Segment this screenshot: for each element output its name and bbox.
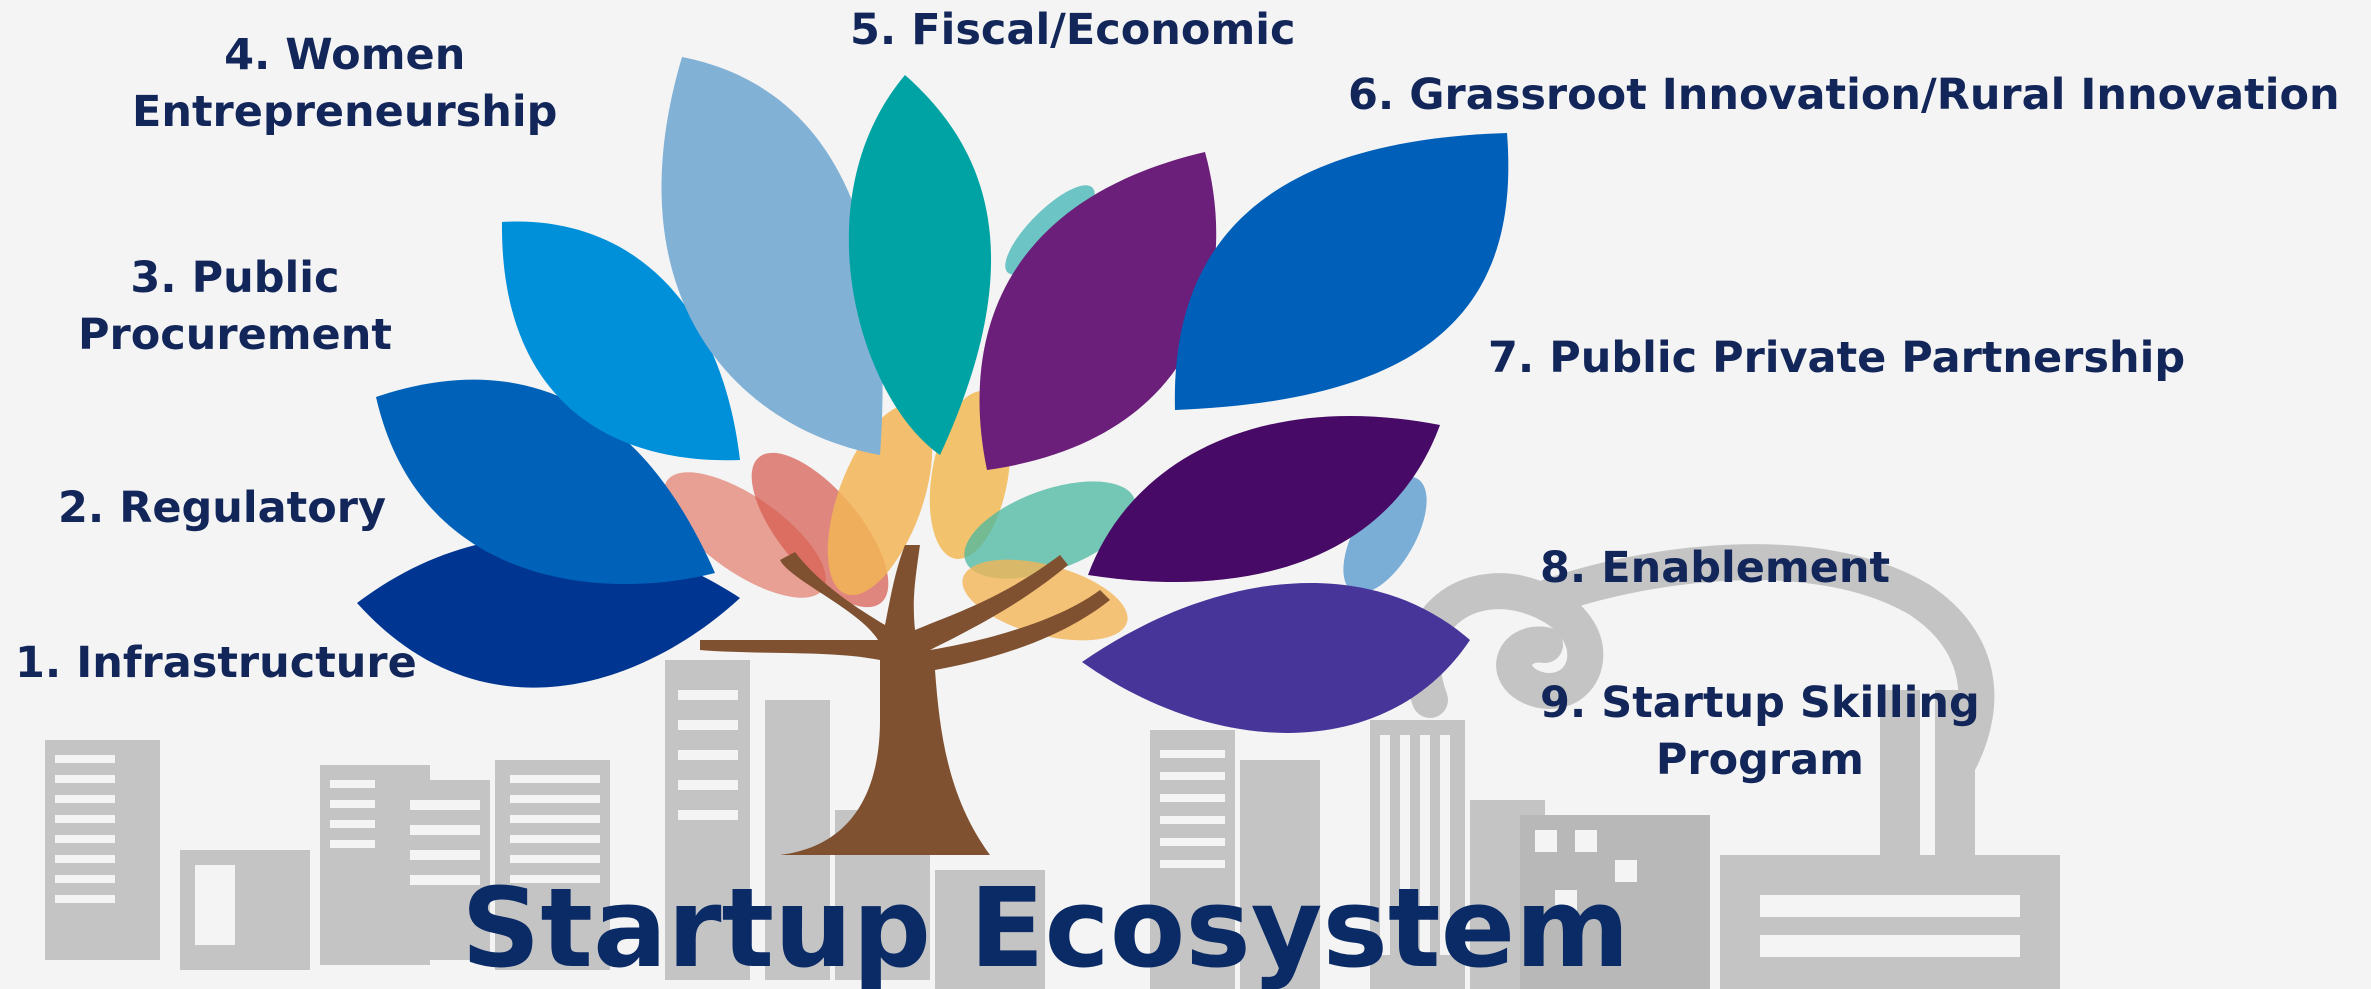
leaf-grassroot-innovation [979,152,1217,470]
chimney [1935,690,1975,860]
leaf [1343,476,1427,594]
leaf-enablement [1088,415,1440,583]
tree-trunk [700,545,1110,855]
smoke-swirl [1405,544,1995,778]
label-fiscal-economic: 5. Fiscal/Economic [850,2,1295,59]
diagram-title: Startup Ecosystem [461,864,1630,989]
label-line: 4. Women [224,30,466,80]
building [1240,760,1320,989]
label-grassroot-innovation: 6. Grassroot Innovation/Rural Innovation [1348,67,2340,124]
leaf [962,559,1128,641]
building [1720,855,2060,989]
label-public-procurement: 3. Public Procurement [78,250,392,364]
leaf [964,481,1136,579]
city-skyline [45,544,2060,989]
label-public-private-partnership: 7. Public Private Partnership [1488,330,2185,387]
label-line: 2. Regulatory [58,483,386,533]
building [935,870,1045,989]
label-enablement: 8. Enablement [1540,540,1890,597]
label-line: 5. Fiscal/Economic [850,5,1296,55]
leaf-fiscal-economic [848,75,992,455]
building [765,700,830,980]
label-line: 6. Grassroot Innovation/Rural Innovation [1348,70,2340,120]
label-line: 8. Enablement [1540,543,1891,593]
label-infrastructure: 1. Infrastructure [15,635,417,692]
leaf-public-procurement [501,221,740,461]
label-line: Procurement [78,310,392,360]
big-leaves [357,57,1509,733]
label-line: 3. Public [130,253,340,303]
label-line: 9. Startup Skilling [1540,678,1980,728]
label-women-entrepreneurship: 4. Women Entrepreneurship [132,27,557,141]
label-startup-skilling: 9. Startup Skilling Program [1540,675,1980,789]
label-line: Program [1655,735,1864,785]
leaf-public-private-partnership [1174,133,1509,410]
leaf-women-entrepreneurship [661,57,883,455]
leaf-regulatory [376,379,715,585]
chimney [1880,690,1920,860]
leaf [827,404,933,596]
label-line: Entrepreneurship [132,87,558,137]
leaf-startup-skilling [1082,582,1470,733]
label-line: 7. Public Private Partnership [1488,333,2186,383]
label-regulatory: 2. Regulatory [58,480,386,537]
label-line: 1. Infrastructure [15,638,417,688]
